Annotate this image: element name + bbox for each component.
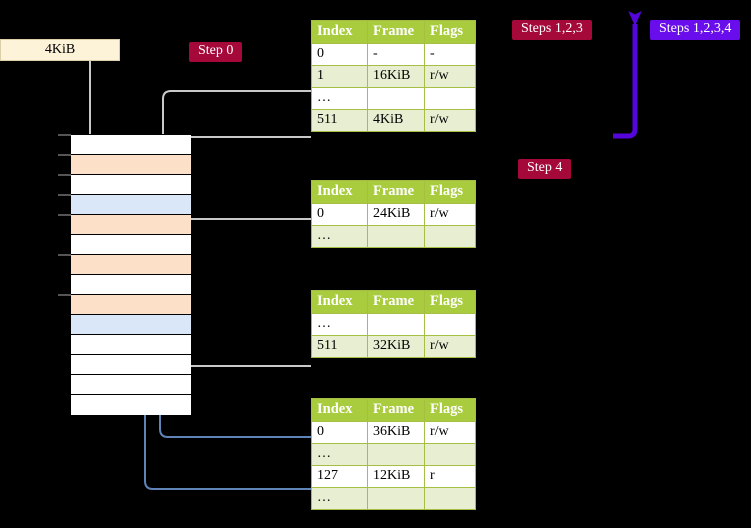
table-row: … xyxy=(311,87,476,110)
memory-frame-row xyxy=(71,295,191,315)
wire-level1-to-memory xyxy=(180,218,311,260)
table-header-index: Index xyxy=(311,20,368,44)
table-cell-flags xyxy=(424,313,476,336)
table-cell-index: … xyxy=(311,487,368,510)
table-cell-frame: 16KiB xyxy=(367,65,425,88)
memory-frame-row xyxy=(71,215,191,235)
memory-frame-row xyxy=(71,175,191,195)
badge-step-4-label: Step 4 xyxy=(518,159,572,179)
memory-frame-row xyxy=(71,155,191,175)
memory-frame-row xyxy=(71,335,191,355)
table-cell-frame xyxy=(367,443,425,466)
table-row: … xyxy=(311,313,476,336)
table-cell-flags: - xyxy=(424,43,476,66)
table-header-index: Index xyxy=(311,398,368,422)
memory-tick xyxy=(58,194,71,196)
wire-steps-loop-arrow xyxy=(613,11,642,139)
memory-frame-row xyxy=(71,275,191,295)
memory-tick xyxy=(58,154,71,156)
table-cell-frame: 24KiB xyxy=(367,203,425,226)
memory-frame-row xyxy=(71,135,191,155)
table-row: … xyxy=(311,443,476,466)
table-header-flags: Flags xyxy=(424,398,476,422)
badge-step-0: Step 0 xyxy=(189,41,243,62)
table-cell-frame xyxy=(367,487,425,510)
badge-steps-1234: Steps 1,2,3,4 xyxy=(650,19,741,40)
memory-tick xyxy=(58,214,71,216)
table-cell-frame: 4KiB xyxy=(367,109,425,132)
table-header-index: Index xyxy=(311,180,368,204)
table-cell-flags xyxy=(424,487,476,510)
memory-frame-row xyxy=(71,355,191,375)
table-cell-index: 511 xyxy=(311,109,368,132)
table-header-flags: Flags xyxy=(424,290,476,314)
table-cell-frame xyxy=(367,313,425,336)
badge-steps-123: Steps 1,2,3 xyxy=(512,19,592,40)
memory-tick xyxy=(58,174,71,176)
memory-tick xyxy=(58,294,71,296)
frame-size-label: 4KiB xyxy=(44,42,76,57)
memory-frame-row xyxy=(71,395,191,415)
table-header-frame: Frame xyxy=(367,290,425,314)
table-row: 0-- xyxy=(311,43,476,66)
badge-step-0-label: Step 0 xyxy=(189,42,243,62)
memory-frame-row xyxy=(71,315,191,335)
memory-frame-row xyxy=(71,235,191,255)
table-cell-flags: r/w xyxy=(424,335,476,358)
table-cell-flags xyxy=(424,87,476,110)
memory-tick xyxy=(58,134,71,136)
table-cell-frame: 12KiB xyxy=(367,465,425,488)
table-cell-index: 0 xyxy=(311,421,368,444)
table-cell-index: … xyxy=(311,87,368,110)
memory-frame-row xyxy=(71,255,191,275)
table-cell-flags: r xyxy=(424,465,476,488)
table-cell-index: … xyxy=(311,225,368,248)
table-cell-flags: r/w xyxy=(424,65,476,88)
memory-frame-row xyxy=(71,195,191,215)
table-header-frame: Frame xyxy=(367,398,425,422)
frame-size-box: 4KiB xyxy=(0,39,120,61)
memory-frame-row xyxy=(71,375,191,395)
badge-steps-123-label: Steps 1,2,3 xyxy=(512,20,592,40)
table-row: … xyxy=(311,225,476,248)
table-header-frame: Frame xyxy=(367,20,425,44)
table-cell-flags: r/w xyxy=(424,203,476,226)
table-row: … xyxy=(311,487,476,510)
memory-tick xyxy=(58,254,71,256)
table-cell-flags: r/w xyxy=(424,421,476,444)
wire-level2-to-memory xyxy=(173,308,311,367)
table-cell-frame: - xyxy=(367,43,425,66)
table-header-index: Index xyxy=(311,290,368,314)
badge-step-4: Step 4 xyxy=(518,158,572,179)
table-cell-frame: 36KiB xyxy=(367,421,425,444)
table-cell-index: 511 xyxy=(311,335,368,358)
table-cell-flags xyxy=(424,225,476,248)
table-cell-frame xyxy=(367,87,425,110)
table-header-flags: Flags xyxy=(424,180,476,204)
table-cell-flags xyxy=(424,443,476,466)
table-cell-index: 0 xyxy=(311,203,368,226)
table-cell-frame xyxy=(367,225,425,248)
table-cell-frame: 32KiB xyxy=(367,335,425,358)
table-cell-index: 1 xyxy=(311,65,368,88)
table-header-frame: Frame xyxy=(367,180,425,204)
table-cell-index: … xyxy=(311,443,368,466)
badge-steps-1234-label: Steps 1,2,3,4 xyxy=(650,20,741,40)
table-cell-index: 0 xyxy=(311,43,368,66)
table-cell-flags: r/w xyxy=(424,109,476,132)
table-cell-index: … xyxy=(311,313,368,336)
physical-memory-column xyxy=(70,134,191,415)
table-header-flags: Flags xyxy=(424,20,476,44)
table-cell-index: 127 xyxy=(311,465,368,488)
